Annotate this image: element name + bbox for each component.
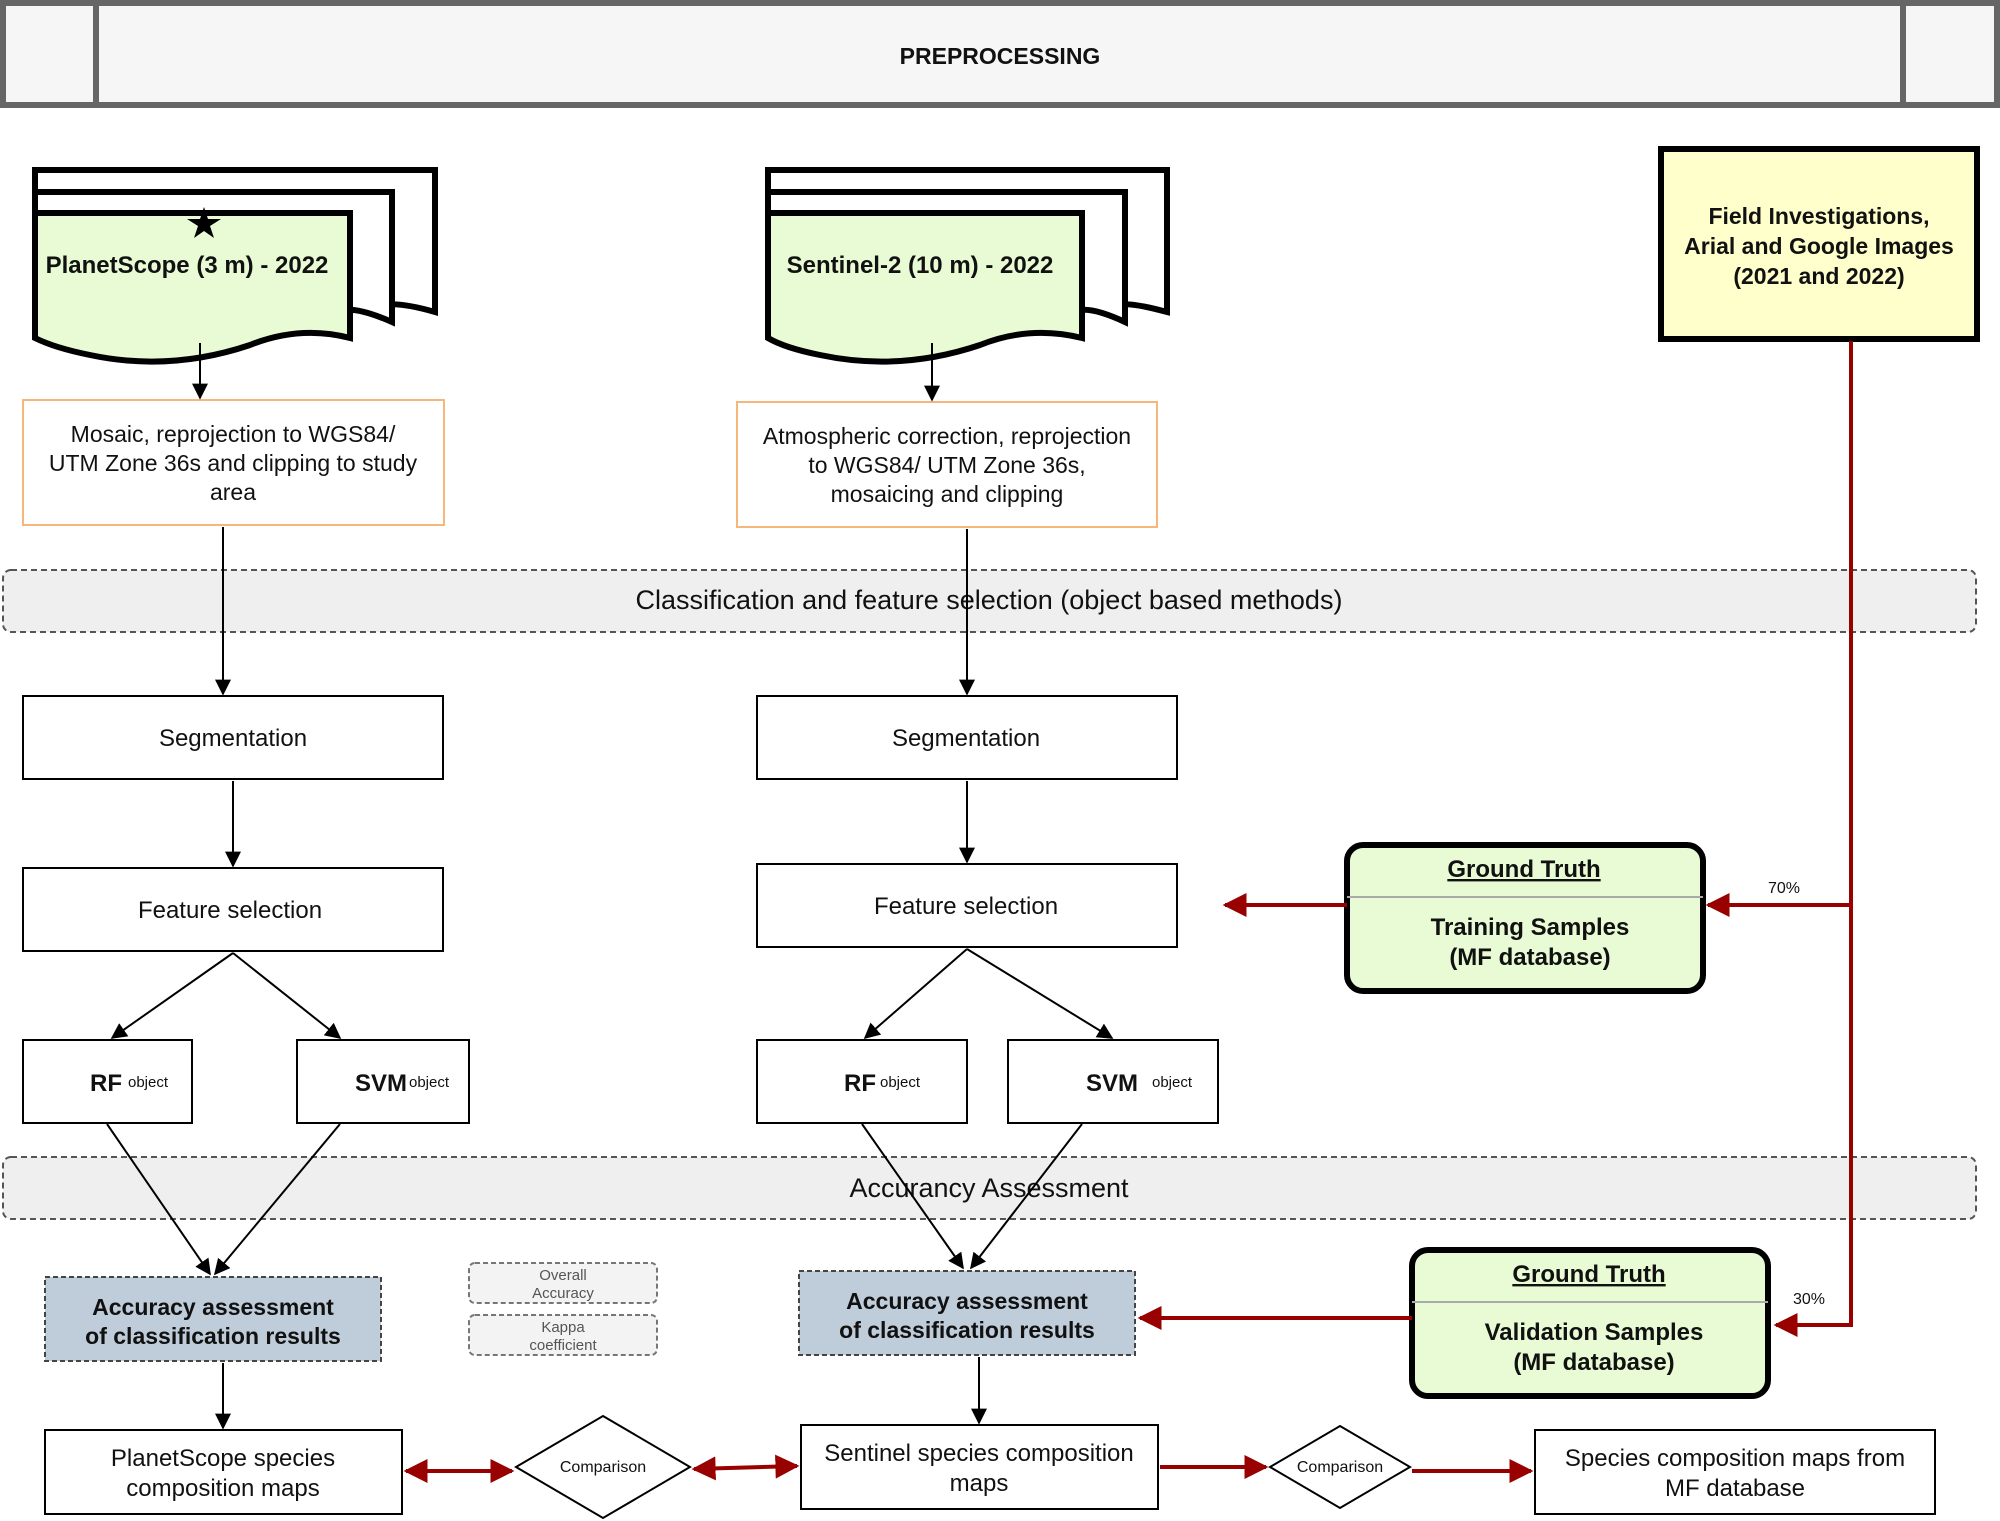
s2-pre-line-1: Atmospheric correction, reprojection: [763, 423, 1131, 449]
comparison-right-label: Comparison: [1297, 1459, 1383, 1476]
ps-rf-label: RF: [90, 1070, 122, 1097]
s2-rf-box: RF object: [756, 1039, 968, 1124]
s2-assess-line-1: Accuracy assessment: [846, 1288, 1088, 1314]
field-line-1: Field Investigations,: [1708, 203, 1929, 229]
s2-feature-selection-box: Feature selection: [756, 863, 1178, 948]
pct-validation-label: 30%: [1793, 1291, 1825, 1308]
pct-training-label: 70%: [1768, 880, 1800, 897]
mf-maps-line-2: MF database: [1665, 1475, 1805, 1502]
kappa-line-1: Kappa: [541, 1319, 585, 1336]
ground-truth-training-box: Ground Truth Training Samples (MF databa…: [1344, 842, 1706, 994]
field-line-3: (2021 and 2022): [1733, 263, 1904, 289]
s2-rf-label: RF: [844, 1070, 876, 1097]
ps-species-maps-box: PlanetScope species composition maps: [44, 1429, 403, 1515]
s2-segmentation-box: Segmentation: [756, 695, 1178, 780]
ps-svm-box: SVM object: [296, 1039, 470, 1124]
ps-rf-object-label: object: [128, 1074, 169, 1091]
ps-feature-selection-box: Feature selection: [22, 867, 444, 952]
mf-species-maps-box: Species composition maps from MF databas…: [1534, 1429, 1936, 1515]
kappa-coefficient-box: Kappa coefficient: [468, 1314, 658, 1356]
ps-svm-label: SVM: [355, 1070, 407, 1097]
s2-svm-object-label: object: [1152, 1074, 1193, 1091]
gt-validation-line-2: (MF database): [1513, 1349, 1674, 1376]
comparison-diamond-right: Comparison: [1268, 1424, 1412, 1510]
classification-band: Classification and feature selection (ob…: [2, 569, 1977, 633]
comparison-left-label: Comparison: [560, 1459, 646, 1476]
ps-maps-line-2: composition maps: [126, 1475, 319, 1502]
ps-rf-box: RF object: [22, 1039, 193, 1124]
accuracy-band-label: Accurancy Assessment: [849, 1173, 1129, 1203]
ps-pre-line-2: UTM Zone 36s and clipping to study: [49, 450, 418, 476]
field-investigations-box: Field Investigations, Arial and Google I…: [1658, 146, 1980, 342]
black-connectors: [106, 343, 1114, 1430]
s2-pre-line-3: mosaicing and clipping: [831, 481, 1064, 507]
ps-maps-line-1: PlanetScope species: [111, 1445, 335, 1472]
s2-rf-object-label: object: [880, 1074, 921, 1091]
planetscope-source-label: PlanetScope (3 m) - 2022: [46, 252, 329, 279]
s2-segmentation-label: Segmentation: [892, 725, 1040, 752]
s2-species-maps-box: Sentinel species composition maps: [800, 1424, 1159, 1510]
planetscope-preprocess-box: Mosaic, reprojection to WGS84/ UTM Zone …: [22, 399, 445, 526]
ground-truth-validation-box: Ground Truth Validation Samples (MF data…: [1409, 1247, 1771, 1399]
overall-accuracy-box: Overall Accuracy: [468, 1262, 658, 1304]
overall-line-2: Accuracy: [532, 1285, 594, 1302]
classification-band-label: Classification and feature selection (ob…: [636, 585, 1343, 615]
overall-line-1: Overall: [539, 1267, 587, 1284]
s2-maps-line-2: maps: [950, 1470, 1009, 1497]
s2-accuracy-assessment-box: Accuracy assessment of classification re…: [798, 1270, 1136, 1356]
s2-feature-selection-label: Feature selection: [874, 893, 1058, 920]
s2-pre-line-2: to WGS84/ UTM Zone 36s,: [808, 452, 1085, 478]
s2-assess-line-2: of classification results: [839, 1317, 1095, 1343]
gt-validation-line-1: Validation Samples: [1485, 1319, 1704, 1346]
ps-pre-line-1: Mosaic, reprojection to WGS84/: [71, 421, 396, 447]
sentinel-preprocess-box: Atmospheric correction, reprojection to …: [736, 401, 1158, 528]
accuracy-band: Accurancy Assessment: [2, 1156, 1977, 1220]
gt-validation-title: Ground Truth: [1512, 1261, 1665, 1288]
ps-svm-object-label: object: [409, 1074, 450, 1091]
ps-feature-selection-label: Feature selection: [138, 897, 322, 924]
s2-maps-line-1: Sentinel species composition: [824, 1440, 1134, 1467]
header-title: PREPROCESSING: [900, 43, 1101, 69]
s2-svm-box: SVM object: [1007, 1039, 1219, 1124]
kappa-line-2: coefficient: [529, 1337, 597, 1354]
header-bar: PREPROCESSING: [0, 0, 2000, 108]
star-icon: [187, 207, 221, 238]
ps-segmentation-box: Segmentation: [22, 695, 444, 780]
gt-training-line-1: Training Samples: [1431, 914, 1630, 941]
gt-training-title: Ground Truth: [1447, 856, 1600, 883]
ps-pre-line-3: area: [210, 479, 256, 505]
s2-svm-label: SVM: [1086, 1070, 1138, 1097]
comparison-diamond-left: Comparison: [514, 1414, 692, 1520]
red-connectors: [403, 341, 1853, 1483]
planetscope-document: PlanetScope (3 m) - 2022: [32, 167, 438, 365]
mf-maps-line-1: Species composition maps from: [1565, 1445, 1905, 1472]
gt-training-line-2: (MF database): [1449, 944, 1610, 971]
ps-accuracy-assessment-box: Accuracy assessment of classification re…: [44, 1276, 382, 1362]
ps-segmentation-label: Segmentation: [159, 725, 307, 752]
ps-assess-line-1: Accuracy assessment: [92, 1294, 334, 1320]
field-line-2: Arial and Google Images: [1684, 233, 1954, 259]
sentinel-source-label: Sentinel-2 (10 m) - 2022: [787, 252, 1054, 279]
ps-assess-line-2: of classification results: [85, 1323, 341, 1349]
sentinel-document: Sentinel-2 (10 m) - 2022: [765, 167, 1170, 365]
